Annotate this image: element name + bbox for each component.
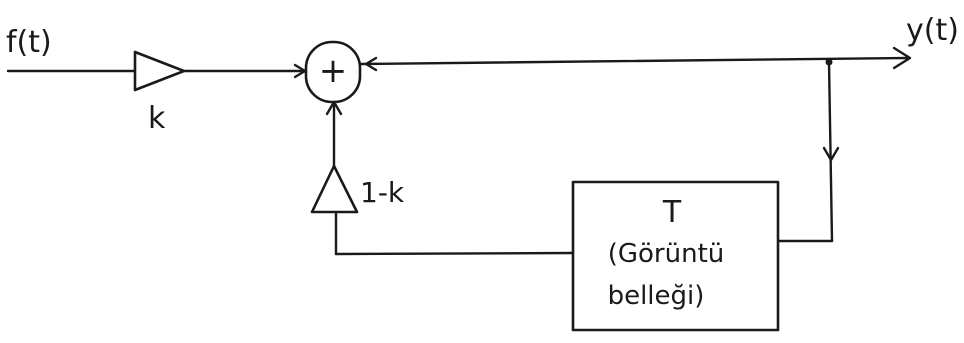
forward-gain-triangle (133, 50, 186, 92)
feedback-bottom-wire (334, 251, 575, 256)
output-arrowhead (892, 46, 912, 70)
output-wire (358, 56, 910, 66)
delay-block-title: T (662, 195, 682, 230)
delay-block (571, 180, 780, 332)
feedback-gain-label: 1-k (360, 176, 405, 209)
summer-output-back-arrow (364, 56, 378, 72)
input-label: f(t) (6, 25, 52, 60)
summer-plus-sign: + (319, 51, 348, 91)
feedback-gain-triangle (310, 164, 359, 214)
delay-block-line2: belleği) (608, 281, 705, 311)
forward-gain-label: k (148, 101, 166, 136)
branch-down-wire (827, 60, 834, 243)
output-label: y(t) (906, 13, 959, 48)
delay-block-line1: (Görüntü (608, 239, 725, 269)
branch-down-arrow (822, 146, 840, 162)
feedback-summer-arrow (325, 100, 343, 116)
